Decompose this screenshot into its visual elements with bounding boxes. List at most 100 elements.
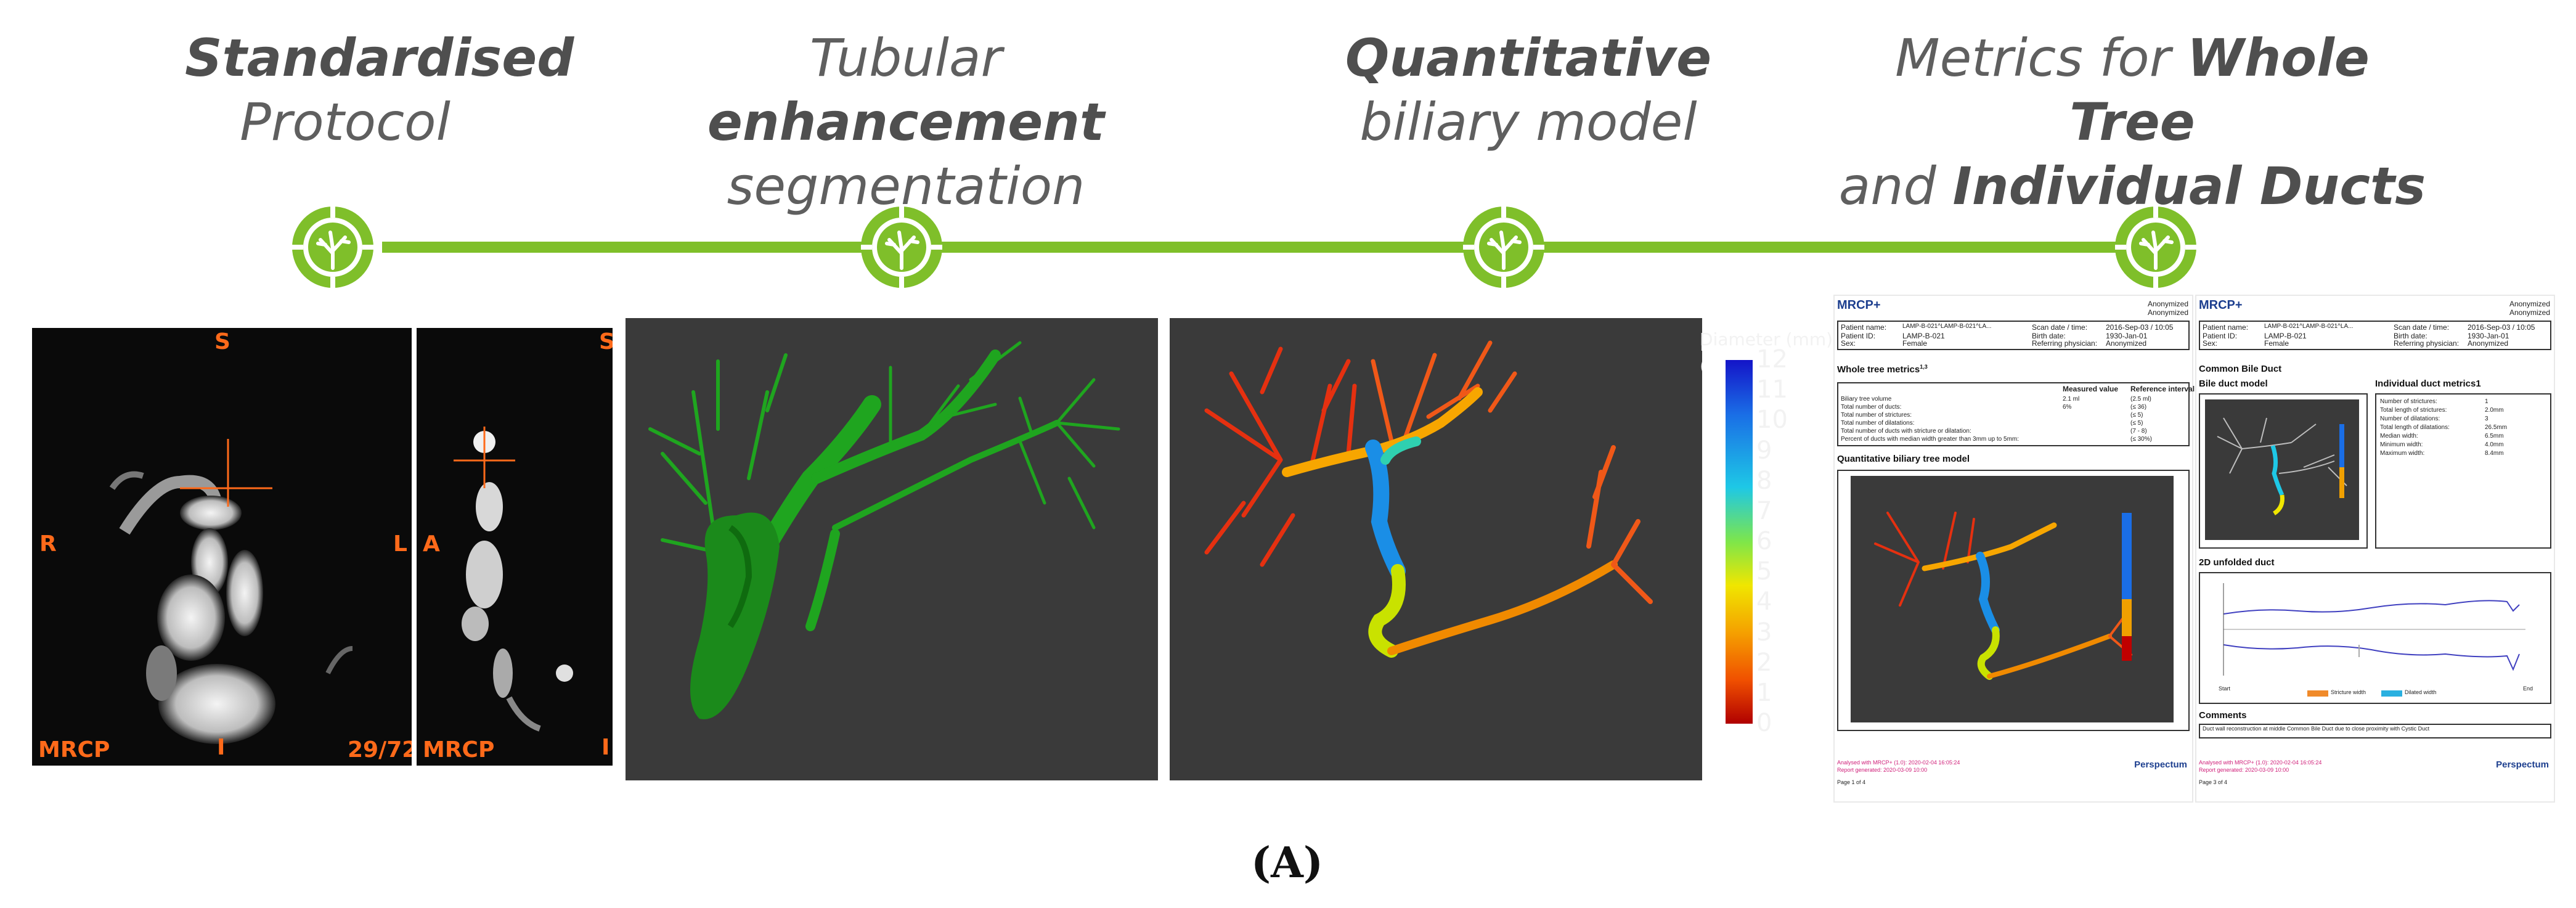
ref-physician-value: Anonymized xyxy=(2106,339,2147,348)
scan-date-value: 2016-Sep-03 / 10:05 xyxy=(2468,323,2535,332)
unfolded-duct-label: 2D unfolded duct xyxy=(2199,557,2275,568)
colorbar-tick: 2 xyxy=(1756,648,1772,677)
whole-tree-row-k: Total number of dilatations: xyxy=(1841,420,1915,427)
comments-label: Comments xyxy=(2199,710,2247,721)
orientation-left: A xyxy=(423,531,440,557)
figure-label: (A) xyxy=(1251,838,1324,888)
whole-tree-row-k: Total number of ducts: xyxy=(1841,404,1902,411)
segmentation-render xyxy=(626,318,1158,780)
ref-physician-value: Anonymized xyxy=(2468,339,2509,348)
colorbar-tick: 0 xyxy=(1756,709,1772,737)
colorbar-title: Diameter (mm) xyxy=(1700,329,1833,350)
birth-date-value: 1930-Jan-01 xyxy=(2106,332,2148,340)
page-number: Page 1 of 4 xyxy=(1837,779,1866,785)
footer-line-2: Report generated: 2020-03-09 10:00 xyxy=(1837,767,1928,773)
duct-metric-k: Number of dilatations: xyxy=(2380,415,2440,422)
colorbar-tick: 5 xyxy=(1756,557,1772,586)
bile-duct-thumb-tree xyxy=(2217,417,2347,515)
scan-date-value: 2016-Sep-03 / 10:05 xyxy=(2106,323,2174,332)
step-1-title: Standardised Protocol xyxy=(185,28,574,152)
duct-metric-v: 8.4mm xyxy=(2485,450,2504,457)
sex-label: Sex: xyxy=(2203,339,2218,348)
whole-tree-row-v: 2.1 ml xyxy=(2063,396,2080,403)
duct-metric-k: Maximum width: xyxy=(2380,450,2425,457)
biliary-tree-icon xyxy=(1463,207,1544,288)
biliary-tree-icon xyxy=(861,207,942,288)
colorbar-tick: 8 xyxy=(1756,466,1772,495)
whole-tree-heading: Whole tree metrics1,3 xyxy=(1837,364,1928,375)
birth-date-value: 1930-Jan-01 xyxy=(2468,332,2509,340)
birth-date-label: Birth date: xyxy=(2032,332,2066,340)
birth-date-label: Birth date: xyxy=(2394,332,2427,340)
duct-title: Common Bile Duct xyxy=(2199,364,2282,374)
whole-tree-row-r: (2.5 ml) xyxy=(2130,396,2151,403)
legend-dilated-swatch xyxy=(2381,690,2402,697)
sex-value: Female xyxy=(2264,339,2289,348)
patient-name-label: Patient name: xyxy=(1841,323,1887,332)
individual-metrics-frame xyxy=(2375,393,2551,549)
mrcp-brand: MRCP xyxy=(38,737,110,763)
footer-line-1: Analysed with MRCP+ (1.0): 2020-02-04 16… xyxy=(2199,759,2322,766)
quant-model-heading: Quantitative biliary tree model xyxy=(1837,454,1970,464)
report-anon-2: Anonymized xyxy=(2147,308,2188,317)
bile-duct-model-label: Bile duct model xyxy=(2199,378,2268,389)
duct-metric-v: 26.5mm xyxy=(2485,424,2508,431)
whole-tree-row-k: Biliary tree volume xyxy=(1841,396,1892,403)
report-logo: MRCP+ xyxy=(1837,298,1881,312)
duct-metric-k: Median width: xyxy=(2380,433,2418,440)
orientation-left: R xyxy=(39,531,57,557)
colorbar-tick: 12 xyxy=(1756,345,1788,374)
colorbar-tick: 11 xyxy=(1756,375,1788,404)
report-page-individual-duct: MRCP+ Anonymized Anonymized Patient name… xyxy=(2195,295,2555,803)
patient-id-value: LAMP-B-021 xyxy=(1902,332,1945,340)
duct-metric-k: Minimum width: xyxy=(2380,441,2423,448)
mrcp-coronal-scan xyxy=(32,328,412,766)
whole-tree-row-r: (7 - 8) xyxy=(2130,428,2147,435)
whole-tree-row-k: Total number of ducts with stricture or … xyxy=(1841,428,1971,435)
whole-tree-row-k: Percent of ducts with median width great… xyxy=(1841,436,2020,443)
patient-id-value: LAMP-B-021 xyxy=(2264,332,2307,340)
mrcp-brand: MRCP xyxy=(423,737,495,763)
colorbar-tick: 4 xyxy=(1756,587,1772,616)
legend-dilated-label: Dilated width xyxy=(2405,689,2437,695)
patient-id-label: Patient ID: xyxy=(1841,332,1876,340)
whole-tree-row-r: (≤ 5) xyxy=(2130,420,2143,427)
patient-info-box xyxy=(1837,321,2190,350)
duct-metric-v: 4.0mm xyxy=(2485,441,2504,448)
report-anon-2: Anonymized xyxy=(2509,308,2550,317)
mrcp-coronal-image: S R L I MRCP 29/72 xyxy=(32,328,412,766)
biliary-tree-icon xyxy=(292,207,373,288)
sex-label: Sex: xyxy=(1841,339,1856,348)
orientation-right: L xyxy=(393,531,407,557)
colorbar-tick: 7 xyxy=(1756,496,1772,525)
slice-number: 29/72 xyxy=(348,737,412,763)
scan-date-label: Scan date / time: xyxy=(2394,323,2450,332)
duct-metric-v: 2.0mm xyxy=(2485,407,2504,414)
colorbar-tick: 10 xyxy=(1756,406,1788,435)
mrcp-sagittal-image: S A I MRCP xyxy=(417,328,613,766)
colorbar-gradient xyxy=(1726,360,1753,724)
step-3-title: Quantitative biliary model xyxy=(1345,28,1712,152)
patient-name-value: LAMP-B-021^LAMP-B-021^LA... xyxy=(2264,323,2354,330)
legend-stricture-swatch xyxy=(2307,690,2328,697)
colorbar-tick: 6 xyxy=(1756,527,1772,555)
report-anon-1: Anonymized xyxy=(2509,300,2550,308)
axis-start: Start xyxy=(2219,685,2231,692)
ref-physician-label: Referring physician: xyxy=(2032,339,2098,348)
colorbar-tick: 3 xyxy=(1756,618,1772,647)
unfolded-duct-plot xyxy=(2223,583,2525,676)
report-page-whole-tree: MRCP+ Anonymized Anonymized Patient name… xyxy=(1833,295,2195,803)
duct-metric-v: 6.5mm xyxy=(2485,433,2504,440)
measured-header: Measured value xyxy=(2063,385,2119,393)
sex-value: Female xyxy=(1902,339,1928,348)
quant-model-thumb-tree xyxy=(1874,512,2132,680)
whole-tree-row-k: Total number of strictures: xyxy=(1841,412,1912,419)
page-number: Page 3 of 4 xyxy=(2199,779,2228,785)
quant-model-thumb xyxy=(1851,476,2174,722)
duct-metric-k: Total length of dilatations: xyxy=(2380,424,2450,431)
bile-duct-model-frame xyxy=(2199,393,2368,549)
orientation-bottom: I xyxy=(217,735,226,760)
colored-biliary-tree xyxy=(1204,340,1653,658)
timeline-line xyxy=(382,242,2157,253)
